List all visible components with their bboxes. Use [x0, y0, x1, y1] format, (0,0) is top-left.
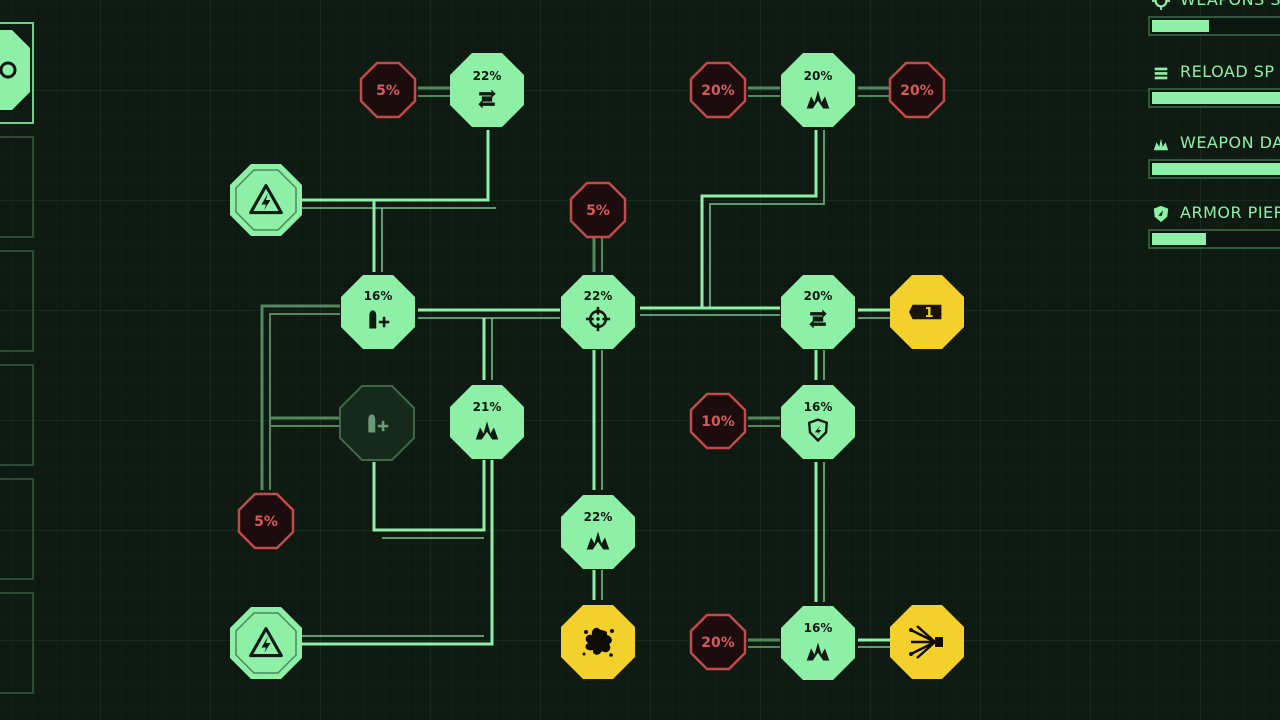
sidebar-slot-selected[interactable] — [0, 22, 34, 124]
stat-label: WEAPONS S — [1180, 0, 1280, 9]
node-percent: 21% — [473, 400, 502, 414]
crosshair-icon — [1152, 0, 1170, 10]
penalty-value: 20% — [900, 83, 934, 99]
connector — [372, 460, 486, 532]
connector — [709, 130, 825, 308]
penalty-value: 5% — [254, 514, 278, 530]
stat-bar-fill — [1152, 20, 1209, 32]
node-percent: 22% — [584, 289, 613, 303]
sidebar-slot[interactable] — [0, 592, 34, 694]
penalty-node[interactable]: 20% — [689, 61, 747, 119]
stat-label: RELOAD SP — [1180, 62, 1275, 81]
penalty-value: 10% — [701, 414, 735, 430]
stat-bar-fill — [1152, 233, 1207, 245]
node-percent: 16% — [804, 621, 833, 635]
connector — [269, 313, 340, 490]
stat-bar — [1148, 16, 1280, 36]
connector — [298, 130, 490, 202]
sidebar-slot[interactable] — [0, 250, 34, 352]
skill-node-damage[interactable]: 22% — [561, 495, 635, 569]
penalty-node[interactable]: 5% — [569, 181, 627, 239]
penalty-node[interactable]: 20% — [888, 61, 946, 119]
penalty-value: 20% — [701, 635, 735, 651]
connector — [300, 460, 494, 646]
sidebar-slot[interactable] — [0, 478, 34, 580]
penalty-value: 5% — [586, 203, 610, 219]
node-percent: 20% — [804, 289, 833, 303]
stat-label: WEAPON DA — [1180, 133, 1280, 152]
node-percent: 16% — [364, 289, 393, 303]
skill-node-power[interactable] — [230, 607, 302, 679]
penalty-node[interactable]: 10% — [689, 392, 747, 450]
connector — [260, 304, 340, 490]
skill-node-ammo[interactable]: 16% — [341, 275, 415, 349]
shield-pierce-icon — [1153, 205, 1169, 223]
skill-node-damage[interactable]: 16% — [781, 606, 855, 680]
skill-node-damage[interactable]: 20% — [781, 53, 855, 127]
sidebar-slot[interactable] — [0, 136, 34, 238]
explosion-icon — [1153, 138, 1169, 151]
sidebar-slot[interactable] — [0, 364, 34, 466]
skill-node-crosshair[interactable]: 22% — [561, 275, 635, 349]
penalty-value: 20% — [701, 83, 735, 99]
stat-label: ARMOR PIER — [1180, 203, 1280, 222]
skill-node-ammo-locked[interactable] — [339, 385, 415, 461]
reward-node-magazine[interactable]: 1 — [890, 275, 964, 349]
magazine-count: 1 — [924, 306, 933, 321]
reload-icon — [1154, 67, 1168, 80]
connectors — [298, 130, 892, 648]
penalty-node[interactable]: 5% — [359, 61, 417, 119]
penalty-node[interactable]: 5% — [237, 492, 295, 550]
penalty-node[interactable]: 20% — [689, 613, 747, 671]
reward-node-spread[interactable] — [890, 605, 964, 679]
reward-node-splat[interactable] — [561, 605, 635, 679]
skill-node-shield[interactable]: 16% — [781, 385, 855, 459]
stat-bar — [1148, 88, 1280, 108]
skill-node-reload[interactable]: 20% — [781, 275, 855, 349]
selected-slot-node-icon — [0, 30, 30, 110]
node-percent: 22% — [584, 510, 613, 524]
stat-bar-fill — [1152, 163, 1280, 175]
node-percent: 22% — [473, 69, 502, 83]
stat-bar — [1148, 159, 1280, 179]
skill-node-reload[interactable]: 22% — [450, 53, 524, 127]
skill-node-power[interactable] — [230, 164, 302, 236]
node-percent: 16% — [804, 400, 833, 414]
stat-bar-fill — [1152, 92, 1280, 104]
connector — [700, 130, 818, 308]
dim-connectors — [260, 86, 890, 648]
node-percent: 20% — [804, 69, 833, 83]
skill-node-damage[interactable]: 21% — [450, 385, 524, 459]
stat-bar — [1148, 229, 1280, 249]
penalty-value: 5% — [376, 83, 400, 99]
